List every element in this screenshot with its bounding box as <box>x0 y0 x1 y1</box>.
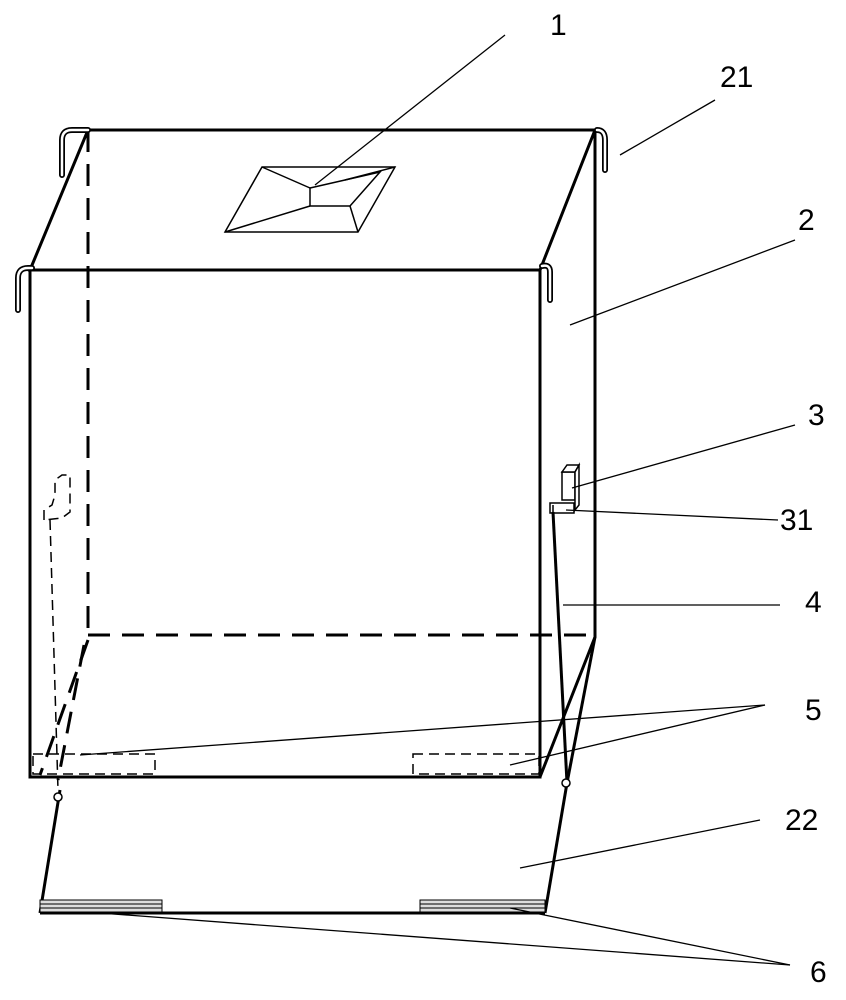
leader-lines <box>79 34 796 966</box>
handle-window <box>223 166 397 233</box>
label-2: 2 <box>798 204 815 237</box>
label-3: 3 <box>808 399 825 432</box>
bag-front-face <box>28 268 542 779</box>
label-5: 5 <box>805 694 822 727</box>
bottom-strip-left <box>39 899 163 913</box>
ring-right <box>561 778 571 788</box>
label-31: 31 <box>780 504 813 537</box>
ring-left <box>53 792 63 802</box>
flap-left-edge <box>38 789 62 914</box>
label-21: 21 <box>720 61 753 94</box>
strap-left-hidden <box>49 519 59 791</box>
label-4: 4 <box>805 586 822 619</box>
inner-strip-left <box>32 753 156 775</box>
label-6: 6 <box>810 956 827 989</box>
inner-strip-right <box>412 753 540 775</box>
buckle-left-hidden <box>43 474 71 521</box>
bottom-strip-right <box>419 899 546 913</box>
strap-right-lower <box>565 636 597 784</box>
label-22: 22 <box>785 804 818 837</box>
flap-right-edge <box>543 782 569 914</box>
buckle-right <box>549 462 581 514</box>
strap-right <box>551 511 569 784</box>
hidden-edges <box>38 130 595 781</box>
label-1: 1 <box>550 9 567 42</box>
